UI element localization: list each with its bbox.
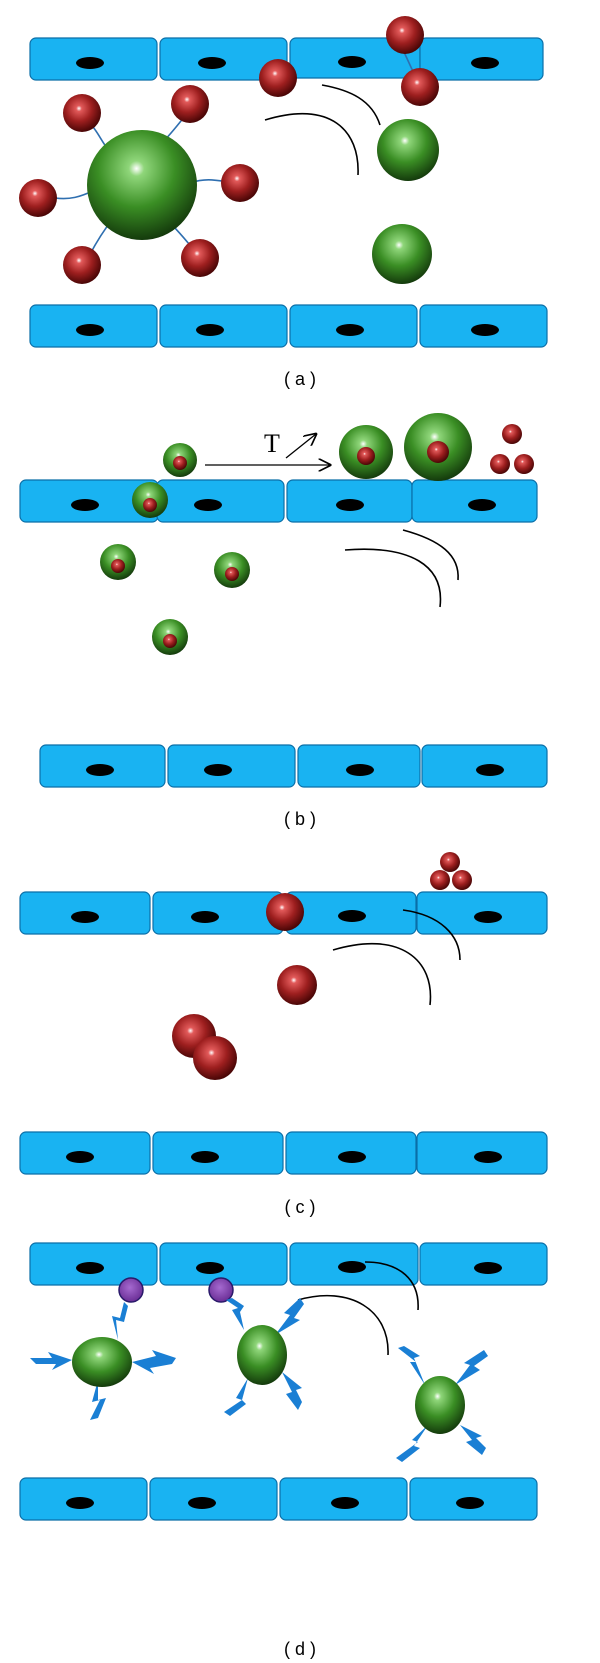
endothelial-cell-icon [167,744,296,788]
panel-d: ( d ) [19,1242,548,1659]
cell-row-bottom-b [39,744,548,788]
flow-arc [332,942,432,1006]
coated-particles-b [100,443,250,655]
panel-caption-a: ( a ) [284,369,316,389]
green-carrier-icon [415,1376,465,1434]
panel-b: T ( b ) [19,413,548,829]
red-particle-icon [19,179,57,217]
flow-arc [402,529,459,581]
panel-c: ( c ) [19,852,548,1217]
cell-row-top-d [29,1242,548,1286]
red-particle-icon [171,85,209,123]
green-carrier-icon [377,119,439,181]
cell-row-top-a [29,37,544,81]
flow-arc [364,1261,419,1311]
green-carrier-icon [72,1337,132,1387]
red-particle-icon [401,68,439,106]
flow-arc [402,909,461,961]
green-carrier-icon [87,130,197,240]
flow-arc [264,112,359,176]
cell-row-bottom-a [29,304,548,348]
red-particle-icon [266,893,304,931]
panel-caption-c: ( c ) [285,1197,316,1217]
red-particle-icon [181,239,219,277]
red-particle-icon [259,59,297,97]
red-particle-icon [514,454,534,474]
temperature-label: T [264,429,280,458]
receptor-icon [118,1277,144,1303]
cell-row-top-b [19,479,538,523]
flow-arc [297,1294,389,1356]
ligand-spikes-2 [224,1298,304,1416]
red-particle-icon [63,246,101,284]
receptor-icon [208,1277,234,1303]
red-particle-icon [490,454,510,474]
cell-row-top-c [19,891,548,935]
green-carrier-icon [237,1325,287,1385]
red-particle-icon [502,424,522,444]
increase-arrow [285,434,316,459]
cell-row-bottom-c [19,1131,548,1175]
endothelial-cell-icon [159,304,288,348]
ligand-spikes-1 [30,1302,176,1420]
red-particle-icon [193,1036,237,1080]
red-particle-icon [221,164,259,202]
panel-caption-d: ( d ) [284,1639,316,1659]
flow-arc [344,548,442,608]
cell-row-bottom-d [19,1477,538,1521]
endothelial-cell-icon [149,1477,278,1521]
flow-arc [321,84,381,126]
red-particle-icon [430,870,450,890]
red-particle-icon [452,870,472,890]
endothelial-cell-icon [159,37,288,81]
red-particle-icon [386,16,424,54]
endothelial-cell-icon [152,891,284,935]
panel-caption-b: ( b ) [284,809,316,829]
green-carrier-icon [372,224,432,284]
ligand-spikes-3 [396,1346,488,1462]
red-particle-icon [277,965,317,1005]
red-particle-icon [440,852,460,872]
red-particle-icon [63,94,101,132]
endothelial-cell-icon [152,1131,284,1175]
endothelial-cell-icon [156,479,285,523]
panel-a: ( a ) [19,16,548,389]
